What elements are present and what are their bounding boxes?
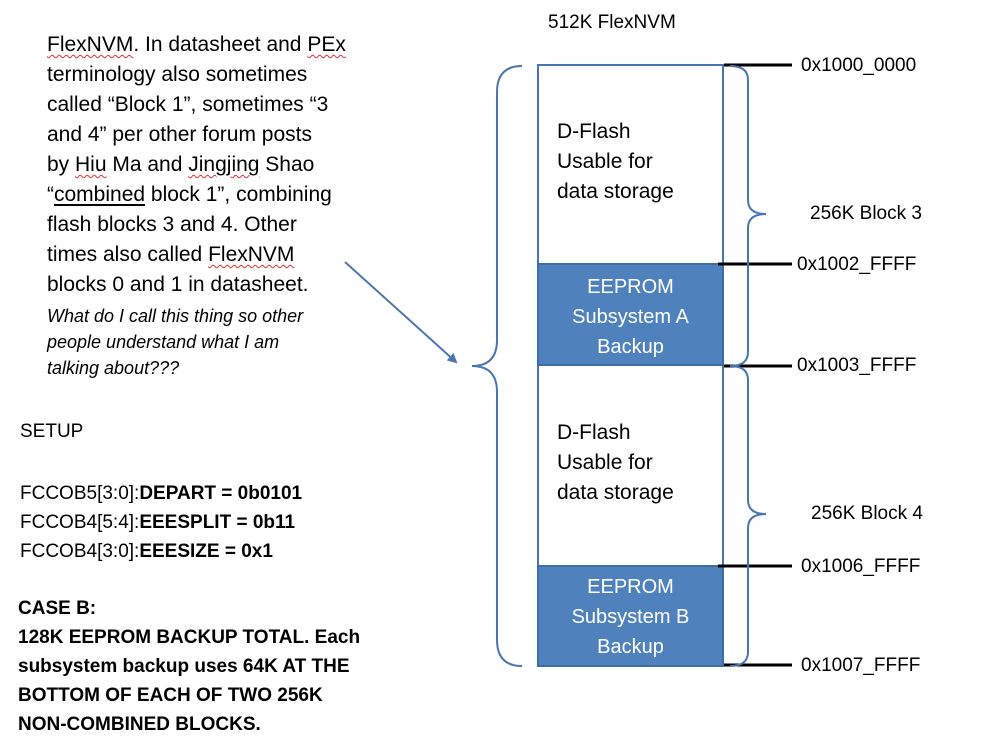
description-text: called “Block 1”, sometimes “3 [47, 93, 329, 116]
description-line: by Hiu Ma and Jingjing Shao [47, 150, 346, 180]
description-text: Shao [259, 153, 315, 176]
address-label: 0x1000_0000 [801, 55, 917, 76]
case-b-line: NON-COMBINED BLOCKS. [18, 714, 261, 735]
description-line: called “Block 1”, sometimes “3 [47, 90, 346, 120]
register-name: FCCOB5[3:0]: [20, 483, 140, 504]
description-text: PEx [307, 33, 346, 56]
case-b-text: CASE B: 128K EEPROM BACKUP TOTAL. Each s… [18, 594, 360, 739]
register-list: FCCOB5[3:0]:DEPART = 0b0101 FCCOB4[5:4]:… [20, 479, 302, 566]
address-label: 0x1007_FFFF [801, 655, 921, 676]
description-text: block 1”, combining [145, 183, 332, 206]
register-row: FCCOB5[3:0]:DEPART = 0b0101 [20, 479, 302, 508]
description-text: Ma and [106, 153, 189, 176]
description-line: FlexNVM. In datasheet and PEx [47, 30, 346, 60]
register-name: FCCOB4[3:0]: [20, 541, 140, 562]
dflash-lower-label: D-Flash Usable for data storage [557, 421, 674, 504]
block-label: 256K Block 3 [810, 203, 922, 224]
description-text: terminology also sometimes [47, 63, 308, 86]
diagram-title: 512K FlexNVM [548, 12, 676, 33]
address-label: 0x1006_FFFF [801, 556, 921, 577]
description-line: terminology also sometimes [47, 60, 346, 90]
register-row: FCCOB4[5:4]:EEESPLIT = 0b11 [20, 508, 302, 537]
description-text: flash blocks 3 and 4. Other [47, 213, 297, 236]
address-label: 0x1003_FFFF [797, 355, 917, 376]
address-label: 0x1002_FFFF [797, 254, 917, 275]
pointer-arrow [344, 261, 458, 364]
setup-heading: SETUP [20, 421, 84, 442]
description-text: and 4” per other forum posts [47, 123, 312, 146]
description-text: Jingjing [188, 153, 260, 176]
eeprom-subsystem-a-block: EEPROM Subsystem A Backup [537, 263, 724, 366]
register-value: DEPART = 0b0101 [139, 483, 303, 504]
right-brace-block4 [729, 365, 767, 667]
register-name: FCCOB4[5:4]: [20, 512, 140, 533]
description-line: “combined block 1”, combining [47, 180, 346, 210]
question-text: What do I call this thing so other peopl… [47, 303, 303, 381]
description-text: FlexNVM [208, 243, 295, 266]
description-line: flash blocks 3 and 4. Other [47, 210, 346, 240]
description-line: times also called FlexNVM [47, 240, 346, 270]
case-b-line: BOTTOM OF EACH OF TWO 256K [18, 685, 323, 706]
description-text: Hiu [75, 153, 107, 176]
description-line: blocks 0 and 1 in datasheet. [47, 270, 346, 300]
register-row: FCCOB4[3:0]:EEESIZE = 0x1 [20, 537, 302, 566]
description-text: times also called [47, 243, 209, 266]
description-text: by [47, 153, 76, 176]
description-text: combined [54, 183, 146, 206]
question-line: What do I call this thing so other [47, 306, 304, 326]
description-line: and 4” per other forum posts [47, 120, 346, 150]
right-brace-block3 [729, 65, 767, 367]
eeprom-subsystem-b-block: EEPROM Subsystem B Backup [537, 565, 724, 667]
question-line: talking about??? [47, 358, 180, 378]
block-label: 256K Block 4 [811, 503, 923, 524]
description-text: “ [47, 183, 54, 206]
register-value: EEESPLIT = 0b11 [139, 512, 296, 533]
description-text: FlexNVM [47, 33, 134, 56]
description-text: . In datasheet and [133, 33, 308, 56]
left-brace [471, 65, 523, 667]
description-text: blocks 0 and 1 in datasheet. [47, 273, 309, 296]
case-b-line: 128K EEPROM BACKUP TOTAL. Each [18, 627, 361, 648]
question-line: people understand what I am [47, 332, 280, 352]
register-value: EEESIZE = 0x1 [139, 541, 273, 562]
dflash-upper-label: D-Flash Usable for data storage [557, 120, 674, 203]
case-b-line: subsystem backup uses 64K AT THE [18, 656, 350, 677]
case-b-line: CASE B: [18, 598, 97, 619]
